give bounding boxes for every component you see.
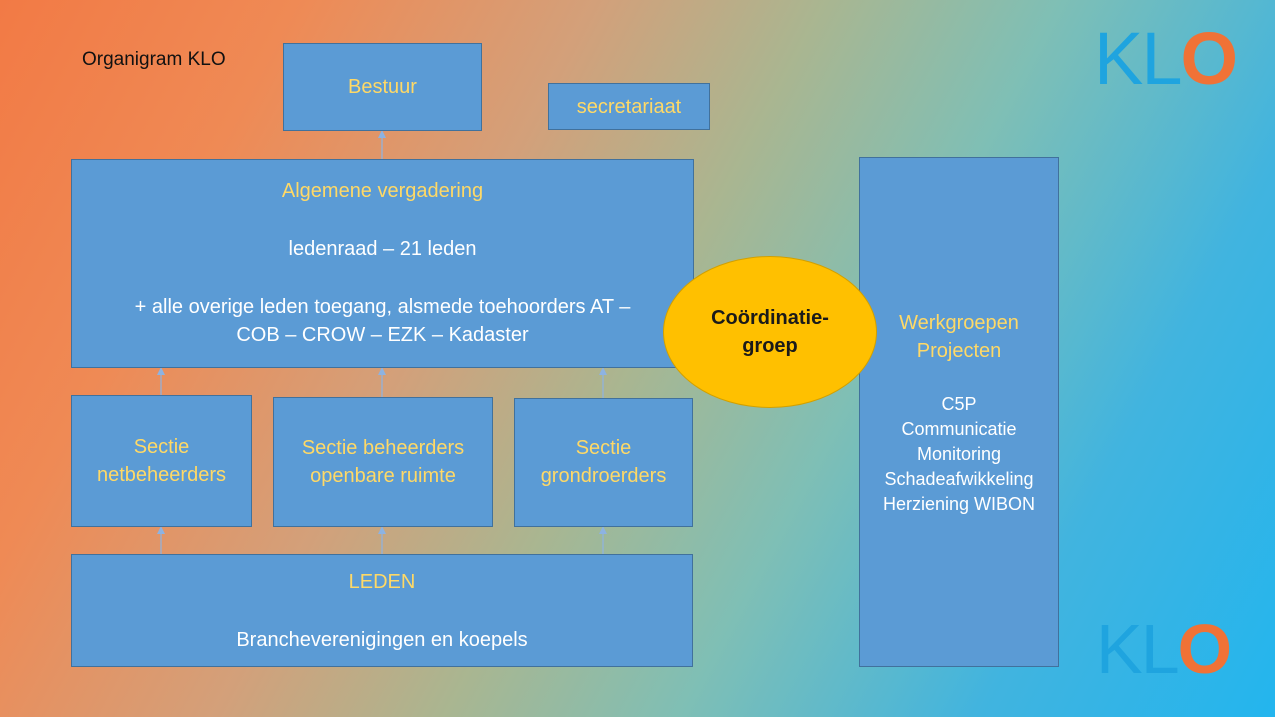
node-sectie-beheer-line2: openbare ruimte: [310, 465, 456, 487]
arrow-sectie-net-to-algemene: [157, 367, 165, 395]
werkgroep-item: Schadeafwikkeling: [884, 469, 1034, 489]
node-algemene-line1: ledenraad – 21 leden: [288, 238, 477, 260]
node-sectie-beheerders: Sectie beheerders openbare ruimte: [273, 397, 493, 527]
node-leden-heading: LEDEN: [348, 571, 416, 593]
arrow-leden-to-sectie-beheer: [378, 526, 386, 554]
node-leden: LEDEN Brancheverenigingen en koepels: [71, 554, 693, 667]
werkgroep-item: C5P: [941, 394, 977, 414]
node-sectie-net-line1: Sectie: [133, 436, 190, 458]
node-algemene-line2: + alle overige leden toegang, alsmede to…: [134, 296, 631, 318]
node-algemene-heading: Algemene vergadering: [281, 180, 484, 202]
node-secretariaat: secretariaat: [548, 83, 710, 130]
klo-logo-bottom: KLO: [1096, 614, 1232, 684]
arrow-sectie-grond-to-algemene: [599, 367, 607, 398]
klo-logo-top: KLO: [1094, 22, 1238, 96]
node-sectie-grond-line2: grondroerders: [540, 465, 667, 487]
node-algemene-vergadering: Algemene vergadering ledenraad – 21 lede…: [71, 159, 694, 368]
node-werkgroepen-heading1: Werkgroepen: [899, 312, 1019, 334]
logo-o-text: O: [1180, 17, 1239, 100]
arrow-algemene-to-bestuur: [378, 130, 386, 159]
arrow-leden-to-sectie-net: [157, 526, 165, 554]
node-sectie-grond-line1: Sectie: [575, 437, 632, 459]
node-bestuur: Bestuur: [283, 43, 482, 131]
node-sectie-netbeheerders: Sectie netbeheerders: [71, 395, 252, 527]
werkgroep-item: Monitoring: [916, 444, 1002, 464]
werkgroep-item: Communicatie: [901, 419, 1017, 439]
node-sectie-beheer-line1: Sectie beheerders: [301, 437, 465, 459]
node-coordinatie-line2: groep: [742, 335, 798, 357]
node-coordinatie-line1: Coördinatie-: [711, 307, 829, 329]
node-bestuur-label: Bestuur: [348, 76, 417, 98]
logo-o-text: O: [1177, 610, 1232, 688]
werkgroep-item: Herziening WIBON: [882, 494, 1036, 514]
page-title: Organigram KLO: [82, 49, 226, 70]
node-secretariaat-label: secretariaat: [576, 96, 682, 118]
node-sectie-grondroerders: Sectie grondroerders: [514, 398, 693, 527]
node-algemene-line3: COB – CROW – EZK – Kadaster: [236, 324, 529, 346]
node-sectie-net-line2: netbeheerders: [97, 464, 226, 486]
arrow-sectie-beheer-to-algemene: [378, 367, 386, 397]
node-werkgroepen-projecten: Werkgroepen Projecten C5P Communicatie M…: [859, 157, 1059, 667]
logo-kl-text: KL: [1094, 17, 1183, 100]
node-leden-line1: Brancheverenigingen en koepels: [236, 629, 528, 651]
node-coordinatiegroep: Coördinatie- groep: [663, 256, 877, 408]
arrow-leden-to-sectie-grond: [599, 526, 607, 554]
logo-kl-text: KL: [1096, 610, 1180, 688]
node-werkgroepen-heading2: Projecten: [916, 340, 1002, 362]
